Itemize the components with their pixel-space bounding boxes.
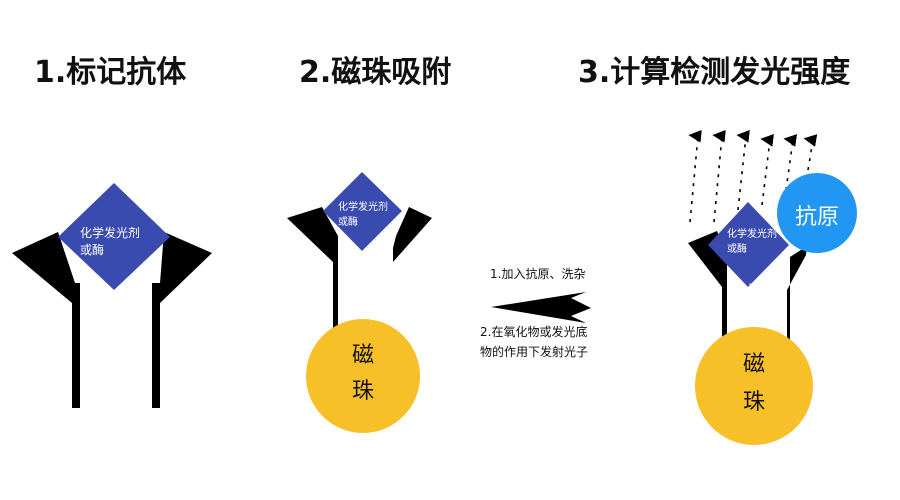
- step3-heading: 3.计算检测发光强度: [578, 55, 851, 90]
- process-step1-text: 1.加入抗原、洗杂: [490, 267, 586, 281]
- antibody-text-step2: 抗 体: [354, 262, 372, 309]
- photon-arrow: [760, 134, 774, 206]
- photon-arrow: [736, 129, 750, 211]
- process-step2-text: 2.在氧化物或发光底 物的作用下发射光子: [480, 325, 589, 359]
- label-diamond-step3: [708, 202, 789, 287]
- step2-heading: 2.磁珠吸附: [299, 55, 452, 90]
- antibody-step3: [688, 231, 807, 345]
- process-arrow: [491, 292, 591, 323]
- photon-arrow: [712, 129, 726, 223]
- label-text-step1: 化学发光剂 或酶: [80, 226, 141, 257]
- photon-arrow: [803, 134, 818, 171]
- label-text-step2: 化学发光剂 或酶: [338, 202, 388, 228]
- antigen-text: 抗原: [794, 205, 839, 230]
- antigen-circle: [777, 173, 857, 253]
- antibody-step2: [287, 207, 432, 340]
- bead-text-step3: 磁 珠: [742, 352, 765, 415]
- antibody-step1: [12, 232, 212, 408]
- antibody-text-step3: 抗 体: [746, 283, 764, 330]
- photon-arrows: [688, 129, 818, 223]
- magnetic-bead-step3: [695, 327, 813, 445]
- photon-arrow: [688, 129, 702, 223]
- magnetic-bead-step2: [306, 319, 420, 433]
- step1-heading: 1.标记抗体: [34, 55, 187, 90]
- bead-text-step2: 磁 珠: [351, 343, 374, 404]
- antibody-text-step1: 抗 体: [100, 309, 124, 375]
- label-text-step3: 化学发光剂 或酶: [727, 229, 777, 255]
- label-diamond-step1: [58, 183, 170, 290]
- label-diamond-step2: [323, 172, 402, 251]
